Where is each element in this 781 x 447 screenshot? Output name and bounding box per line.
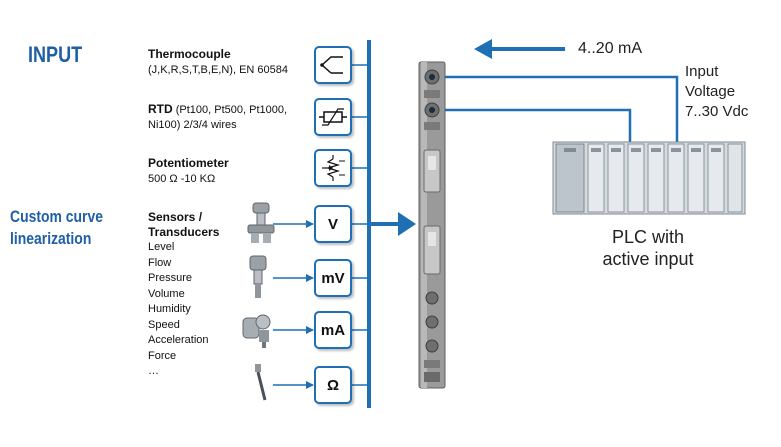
plc-line2: active input <box>602 249 694 269</box>
thermocouple-title: Thermocouple <box>148 47 231 61</box>
ohm-input-box: Ω <box>314 366 352 404</box>
milliamp-label: mA <box>320 321 346 339</box>
thermocouple-label: Thermocouple (J,K,R,S,T,B,E,N), EN 60584 <box>148 47 288 77</box>
sensor-type-item: Speed <box>148 318 180 331</box>
plc-rack <box>552 141 746 215</box>
potentiometer-title: Potentiometer <box>148 156 229 170</box>
millivolt-input-box: mV <box>314 259 352 297</box>
sensor-type-item: Flow <box>148 256 172 269</box>
supply-line1: Input <box>685 63 719 80</box>
sensors-title-line1: Sensors / <box>148 210 203 224</box>
supply-line2: Voltage <box>685 83 736 100</box>
sensors-label: Sensors / Transducers Level Flow Pressur… <box>148 210 219 380</box>
potentiometer-symbol-box <box>314 149 352 187</box>
sensor-types-list: Level Flow Pressure Volume Humidity Spee… <box>148 240 219 380</box>
sensor-type-item: Volume <box>148 287 185 300</box>
ohm-label: Ω <box>326 376 340 394</box>
probe-sensor-image <box>255 364 267 401</box>
input-heading: INPUT <box>28 42 83 67</box>
millivolt-label: mV <box>321 269 345 287</box>
supply-voltage-label: Input Voltage 7..30 Vdc <box>685 62 748 122</box>
sensor-type-item: … <box>148 365 159 377</box>
plc-line1: PLC with <box>611 227 685 247</box>
pressure-sensor-image <box>242 314 271 348</box>
rtd-detail-line1: (Pt100, Pt500, Pt1000, <box>172 104 288 116</box>
milliamp-input-box: mA <box>314 311 352 349</box>
potentiometer-detail: 500 Ω -10 KΩ <box>148 173 216 185</box>
transmitter-module <box>418 61 446 389</box>
thermocouple-detail: (J,K,R,S,T,B,E,N), EN 60584 <box>148 64 288 76</box>
sensor-type-item: Acceleration <box>148 334 209 346</box>
level-sensor-image <box>247 202 275 243</box>
flow-sensor-image <box>249 255 267 298</box>
current-output-label: 4..20 mA <box>578 40 643 57</box>
sensor-type-item: Force <box>148 349 177 362</box>
sensors-title-line2: Transducers <box>148 225 220 239</box>
voltage-label: V <box>327 215 338 233</box>
rtd-title: RTD <box>148 102 173 116</box>
rtd-icon <box>319 108 347 126</box>
custom-curve-heading: Custom curve linearization <box>10 206 103 250</box>
sensor-type-item: Humidity <box>148 303 191 315</box>
potentiometer-icon <box>322 155 345 181</box>
rtd-label: RTD (Pt100, Pt500, Pt1000, Ni100) 2/3/4 … <box>148 102 287 133</box>
plc-label: PLC with active input <box>578 226 718 270</box>
potentiometer-label: Potentiometer 500 Ω -10 KΩ <box>148 156 229 186</box>
rtd-symbol-box <box>314 98 352 136</box>
supply-wire-negative <box>436 108 632 145</box>
sensor-type-item: Level <box>148 241 175 253</box>
rtd-detail-line2: Ni100) 2/3/4 wires <box>148 119 237 131</box>
supply-wire-positive <box>436 75 679 145</box>
bus-to-module-arrowhead <box>398 212 416 236</box>
thermocouple-icon <box>320 56 343 74</box>
current-output-arrowhead <box>474 39 492 59</box>
sensor-type-item: Pressure <box>148 272 193 284</box>
custom-curve-line2: linearization <box>10 229 92 248</box>
thermocouple-symbol-box <box>314 46 352 84</box>
supply-line3: 7..30 Vdc <box>685 103 749 120</box>
custom-curve-line1: Custom curve <box>10 207 103 226</box>
voltage-input-box: V <box>314 205 352 243</box>
